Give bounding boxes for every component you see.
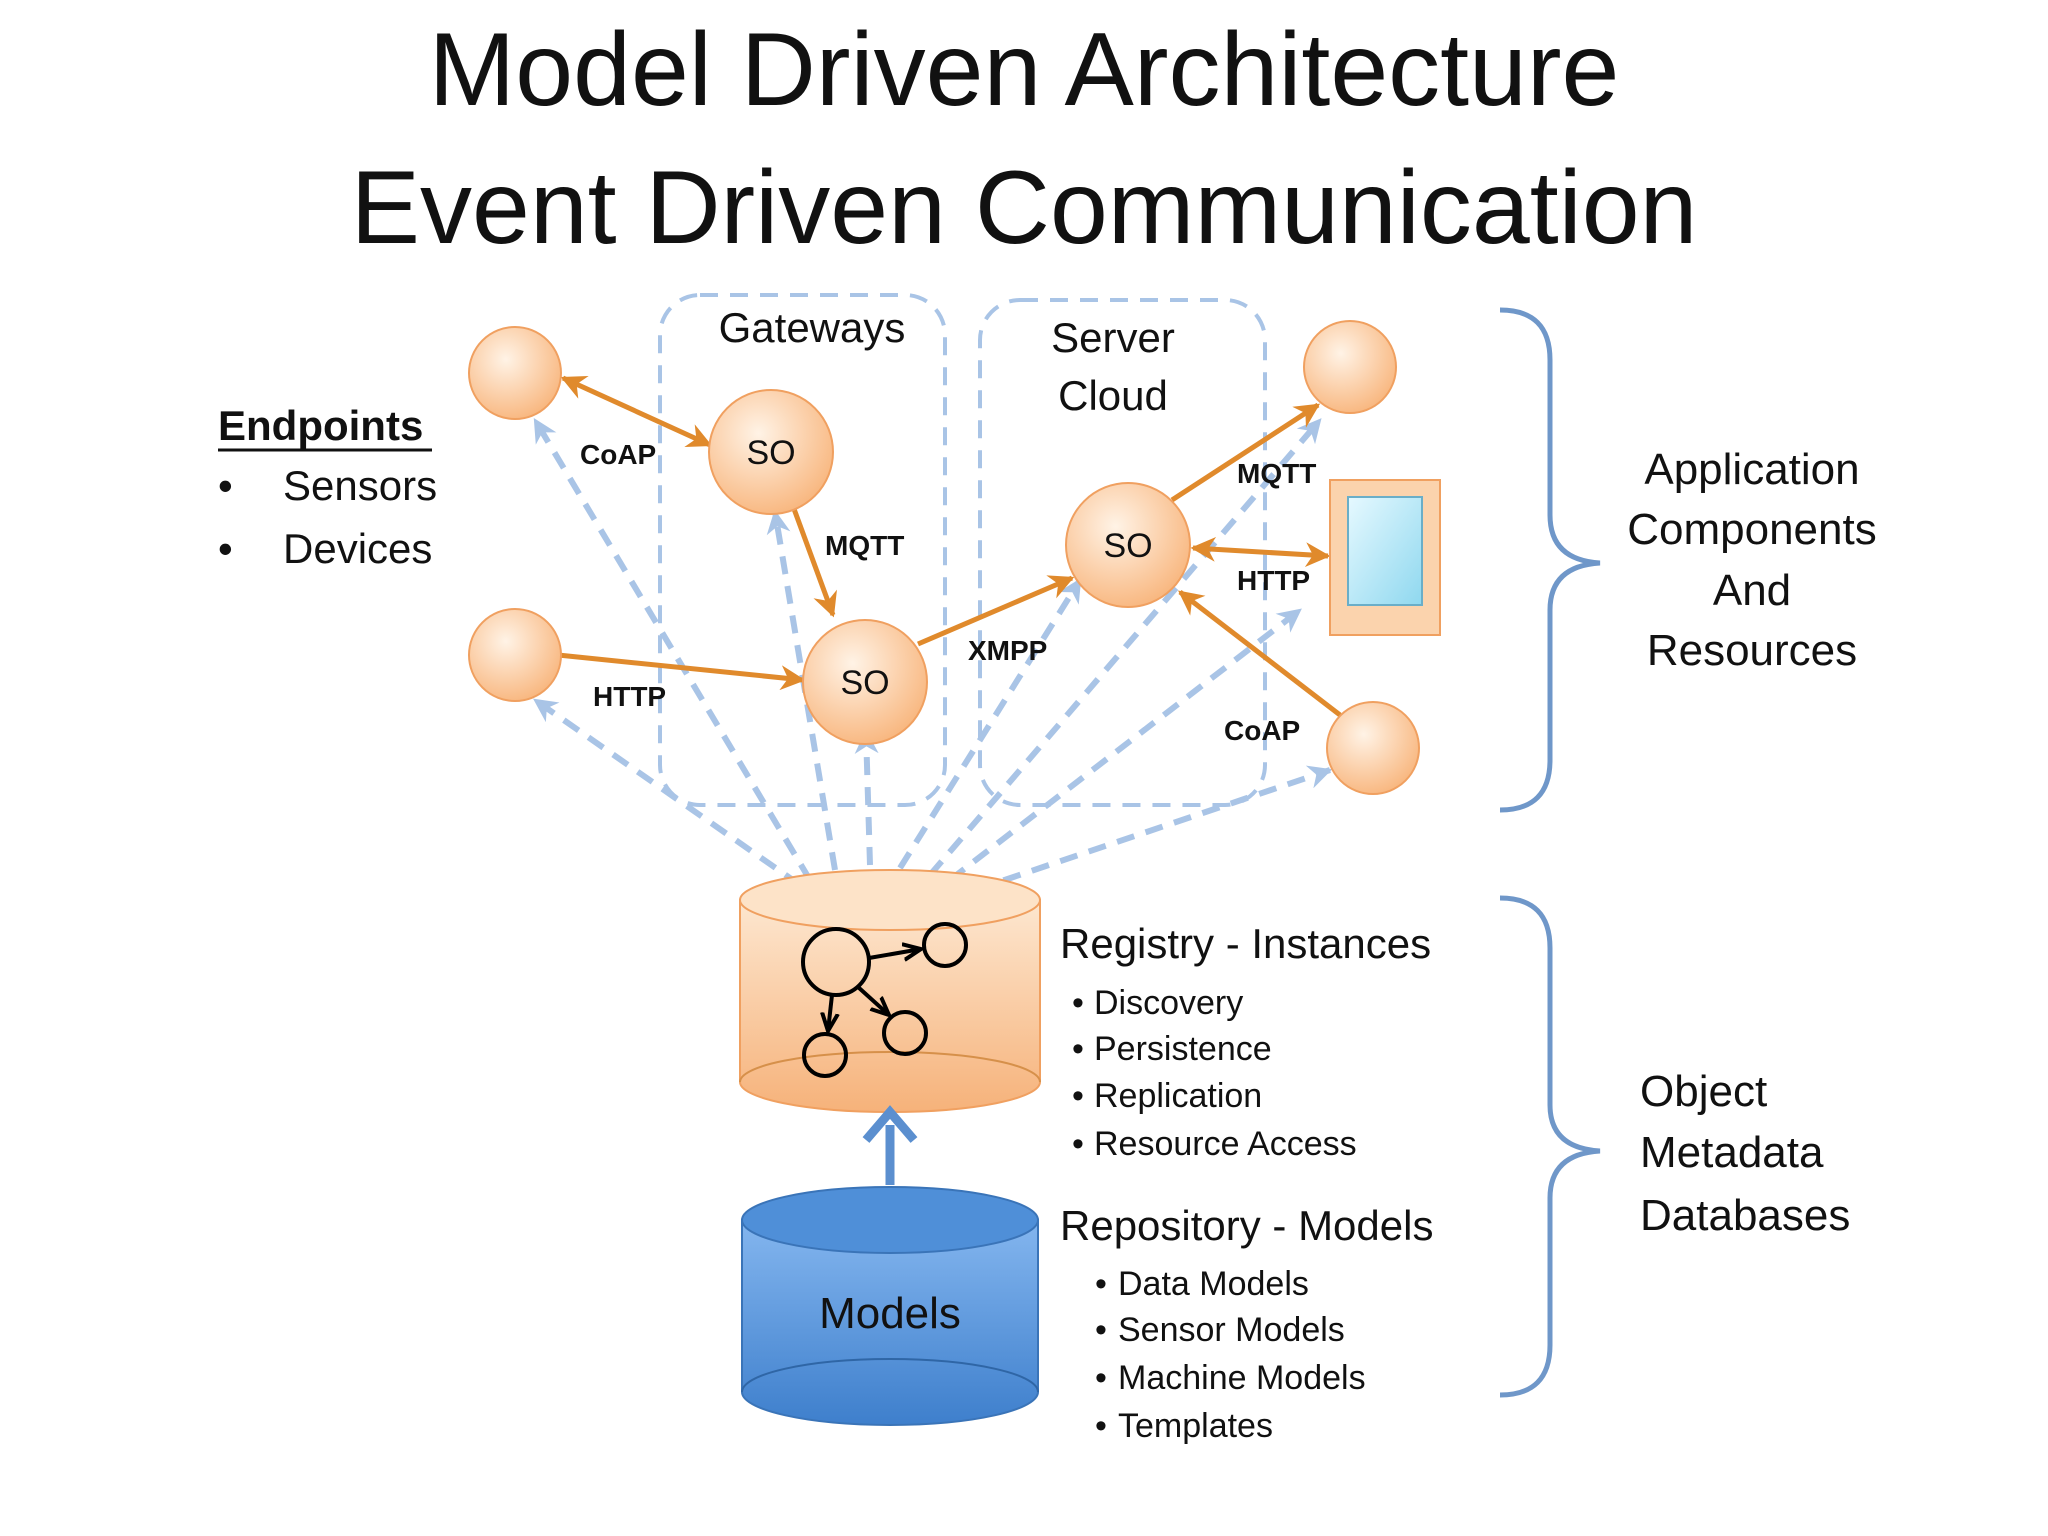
endpoints-item-sensors: Sensors: [283, 462, 437, 509]
protocol-links: [557, 375, 1342, 717]
app-circle-2: [1326, 701, 1420, 795]
object-db-line-1: Object: [1640, 1067, 1767, 1116]
so-cloud: [1065, 482, 1191, 608]
object-db-brace: [1499, 895, 1601, 1398]
registry-bullet-2: •: [1072, 1030, 1084, 1068]
so-gateway-2: [802, 619, 928, 745]
application-line-2: Components: [1627, 505, 1876, 554]
so-cloud-label: SO: [1103, 527, 1152, 565]
registry-item-replication: Replication: [1094, 1077, 1262, 1115]
models-cylinder-label: Models: [819, 1289, 961, 1338]
object-db-line-3: Databases: [1640, 1191, 1850, 1240]
mqtt-right-link: [1170, 402, 1321, 503]
registry-link-app-3: [974, 765, 1333, 893]
protocol-label-xmpp: XMPP: [968, 635, 1047, 666]
coap-right-link: [1178, 590, 1342, 717]
so-gateway-2-label: SO: [840, 664, 889, 702]
registry-bullet-1: •: [1072, 984, 1084, 1022]
registry-heading: Registry - Instances: [1060, 920, 1431, 967]
gateways-label: Gateways: [719, 304, 906, 351]
title-line-1: Model Driven Architecture: [429, 12, 1620, 128]
protocol-label-http-right: HTTP: [1237, 565, 1310, 596]
xmpp-link: [917, 575, 1075, 647]
repository-heading: Repository - Models: [1060, 1202, 1433, 1249]
coap-left-link: [560, 375, 713, 448]
gateways-group: [658, 293, 947, 807]
protocol-label-http-left: HTTP: [593, 681, 666, 712]
protocol-label-coap-left: CoAP: [580, 439, 656, 470]
mqtt-gateway-link: [787, 497, 837, 618]
protocol-label-mqtt-gateway: MQTT: [825, 530, 904, 561]
http-right-link: [1190, 536, 1331, 568]
server-cloud-label-2: Cloud: [1058, 372, 1168, 419]
endpoint-circle-1: [468, 326, 562, 420]
registry-item-persistence: Persistence: [1094, 1030, 1272, 1068]
endpoints-item-devices: Devices: [283, 525, 432, 572]
repository-item-data-models: Data Models: [1118, 1265, 1309, 1303]
repository-bullet-4: •: [1095, 1407, 1107, 1445]
models-to-registry-arrowhead: [862, 1105, 918, 1143]
registry-link-device: [948, 607, 1302, 883]
device-screen: [1347, 496, 1423, 606]
title-line-2: Event Driven Communication: [351, 150, 1698, 266]
application-brace: [1499, 307, 1601, 813]
application-line-3: And: [1713, 566, 1791, 615]
http-left-link: [557, 652, 806, 691]
repository-bullet-2: •: [1095, 1311, 1107, 1349]
registry-cylinder: [739, 869, 1041, 1113]
endpoint-circle-2: [468, 608, 562, 702]
endpoints-bullet-2: •: [218, 525, 233, 572]
endpoints-heading: Endpoints: [218, 402, 423, 449]
repository-item-machine-models: Machine Models: [1118, 1359, 1366, 1397]
registry-links: [532, 417, 1333, 893]
graph-icon: [801, 922, 968, 1078]
application-line-1: Application: [1644, 445, 1859, 494]
registry-bullet-3: •: [1072, 1077, 1084, 1115]
endpoints-bullet-1: •: [218, 462, 233, 509]
registry-bullet-4: •: [1072, 1125, 1084, 1163]
repository-bullet-3: •: [1095, 1359, 1107, 1397]
object-db-line-2: Metadata: [1640, 1128, 1824, 1177]
registry-link-so-gateway-2: [854, 729, 879, 866]
repository-item-sensor-models: Sensor Models: [1118, 1311, 1345, 1349]
so-gateway-1-label: SO: [746, 434, 795, 472]
models-cylinder: [741, 1186, 1039, 1426]
registry-link-so-cloud: [897, 577, 1083, 870]
app-circle-1: [1303, 320, 1397, 414]
protocol-label-mqtt-right: MQTT: [1237, 458, 1316, 489]
application-line-4: Resources: [1647, 626, 1857, 675]
protocol-label-coap-right: CoAP: [1224, 715, 1300, 746]
registry-link-endpoint-2: [533, 697, 802, 888]
repository-bullet-1: •: [1095, 1265, 1107, 1303]
repository-item-templates: Templates: [1118, 1407, 1273, 1445]
registry-item-resource-access: Resource Access: [1094, 1125, 1357, 1163]
server-cloud-label-1: Server: [1051, 314, 1175, 361]
so-gateway-1: [708, 389, 834, 515]
registry-item-discovery: Discovery: [1094, 984, 1243, 1022]
registry-link-app-1: [927, 418, 1323, 877]
